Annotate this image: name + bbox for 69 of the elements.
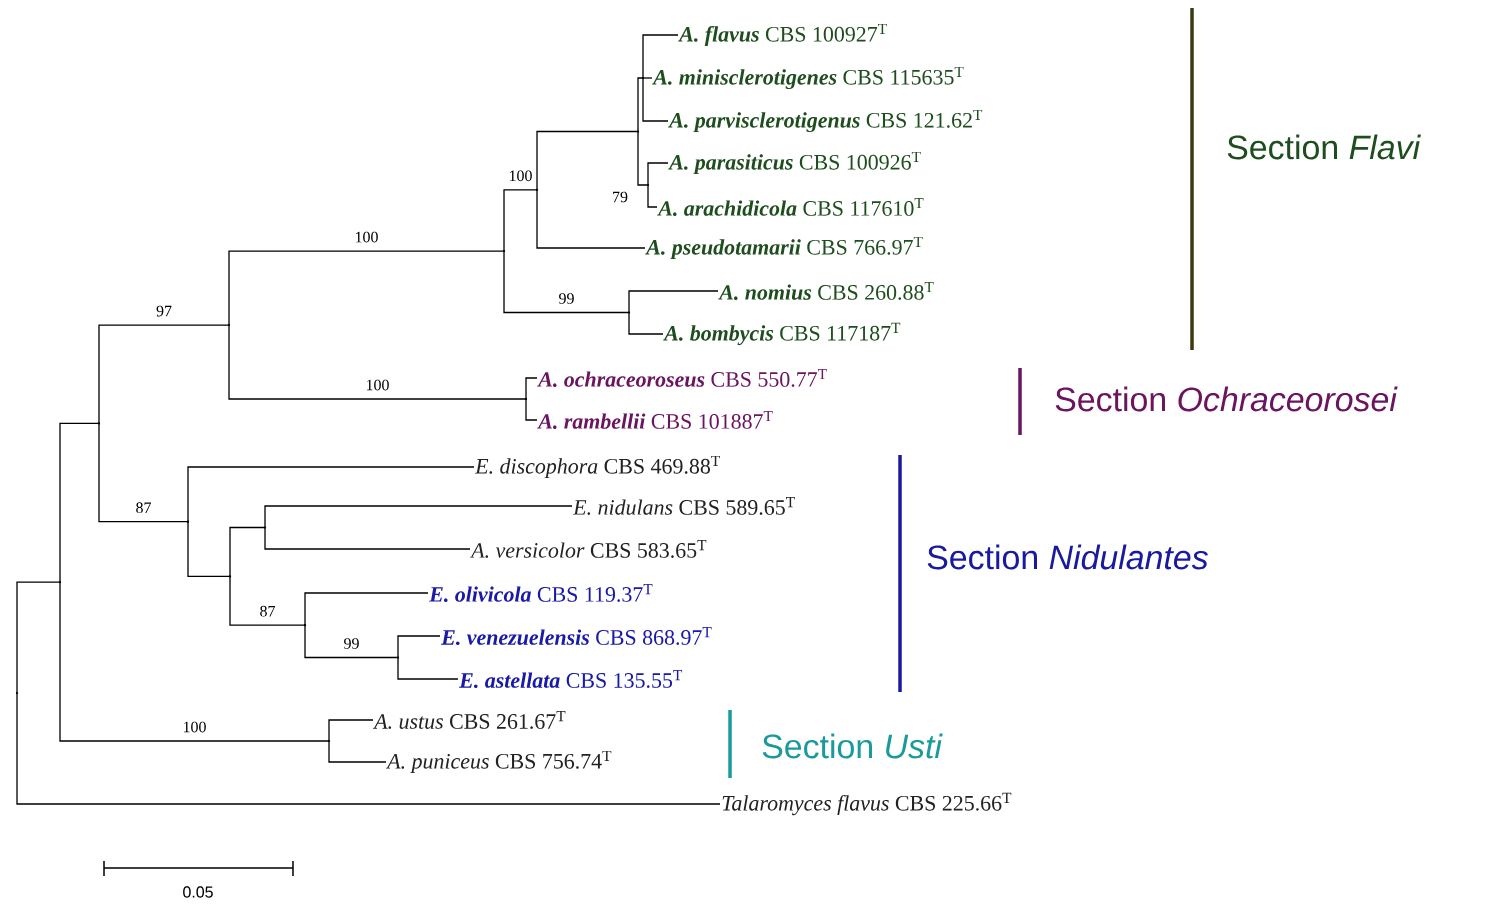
tree-branch (59, 422, 100, 583)
bootstrap-value: 100 (181, 720, 208, 734)
section-label: Section Nidulantes (927, 544, 1208, 570)
section-label: Section Ochraceorosei (1055, 386, 1398, 412)
taxon-label: A. rambellii CBS 101887$^{T}$ (537, 411, 773, 429)
tree-branch (642, 77, 653, 79)
taxon-label: E. nidulans CBS 589.65$^{T}$ (572, 497, 795, 515)
bootstrap-value: 87 (134, 501, 153, 515)
tree-branch (647, 184, 658, 208)
taxon-label: A. versicolor CBS 583.65$^{T}$ (470, 540, 707, 558)
scale-label: 0.05 (183, 886, 213, 898)
taxon-label: A. ochraceoroseus CBS 550.77$^{T}$ (537, 369, 827, 387)
bootstrap-value: 99 (342, 637, 361, 650)
tree-branch (637, 130, 649, 186)
tree-branch (264, 526, 471, 550)
tree-branch (525, 377, 538, 400)
section-label: Section Flavi (1227, 134, 1421, 160)
tree-branch (642, 77, 669, 122)
taxon-label: A. parvisclerotigenus CBS 121.62$^{T}$ (668, 109, 983, 133)
tree-branch (16, 581, 61, 694)
tree-branch (642, 34, 679, 79)
tree-branch (229, 526, 266, 578)
bootstrap-value: 100 (507, 169, 534, 183)
tree-branch (628, 311, 664, 335)
taxon-label: Talaromyces flavus CBS 225.66$^{T}$ (722, 792, 1012, 816)
taxon-label: A. arachidicola CBS 117610$^{T}$ (657, 198, 924, 216)
taxon-label: E. astellata CBS 135.55$^{T}$ (459, 670, 683, 688)
tree-branch (187, 521, 231, 578)
bootstrap-value: 99 (557, 292, 576, 305)
tree-branch (16, 692, 721, 805)
bootstrap-value: 97 (155, 304, 173, 318)
tree-branch (503, 250, 630, 314)
tree-branch (229, 575, 306, 626)
taxon-label: A. minisclerotigenes CBS 115635$^{T}$ (652, 66, 964, 90)
taxon-label: E. discophora CBS 469.88$^{T}$ (474, 455, 720, 479)
tree-branch (264, 505, 573, 529)
taxon-label: E. olivicola CBS 119.37$^{T}$ (429, 584, 653, 602)
taxon-label: E. venezuelensis CBS 868.97$^{T}$ (441, 627, 712, 645)
tree-branch (525, 398, 538, 421)
tree-branch (503, 189, 538, 252)
tree-branch (304, 592, 429, 626)
taxon-label: A. nomius CBS 260.88$^{T}$ (718, 282, 934, 300)
section-label: Section Usti (762, 733, 943, 759)
tree-branch (328, 719, 374, 742)
taxon-label: A. flavus CBS 100927$^{T}$ (678, 23, 887, 47)
bootstrap-value: 79 (611, 190, 629, 204)
tree-branch (328, 740, 387, 763)
taxon-label: A. bombycis CBS 117187$^{T}$ (663, 322, 901, 346)
tree-branch (59, 581, 330, 742)
tree-branch (304, 624, 399, 659)
tree-branch (397, 635, 441, 659)
taxon-label: A. parasiticus CBS 100926$^{T}$ (668, 151, 921, 175)
tree-branch (647, 162, 669, 186)
tree-branch (228, 324, 527, 400)
tree-branch (228, 250, 505, 326)
taxon-label: A. puniceus CBS 756.74$^{T}$ (386, 750, 612, 774)
tree-branch (536, 130, 639, 191)
bootstrap-value: 100 (364, 378, 391, 392)
tree-branch (98, 422, 189, 523)
tree-branch (628, 290, 719, 314)
bootstrap-value: 100 (353, 230, 380, 244)
tree-branch (397, 656, 459, 680)
tree-branch (187, 466, 475, 523)
taxon-label: A. pseudotamarii CBS 766.97$^{T}$ (645, 236, 923, 260)
tree-branch (536, 189, 646, 249)
tree-branch (98, 324, 230, 425)
taxon-label: A. ustus CBS 261.67$^{T}$ (373, 711, 566, 729)
tree-branch (637, 77, 644, 133)
bootstrap-value: 87 (258, 604, 277, 618)
